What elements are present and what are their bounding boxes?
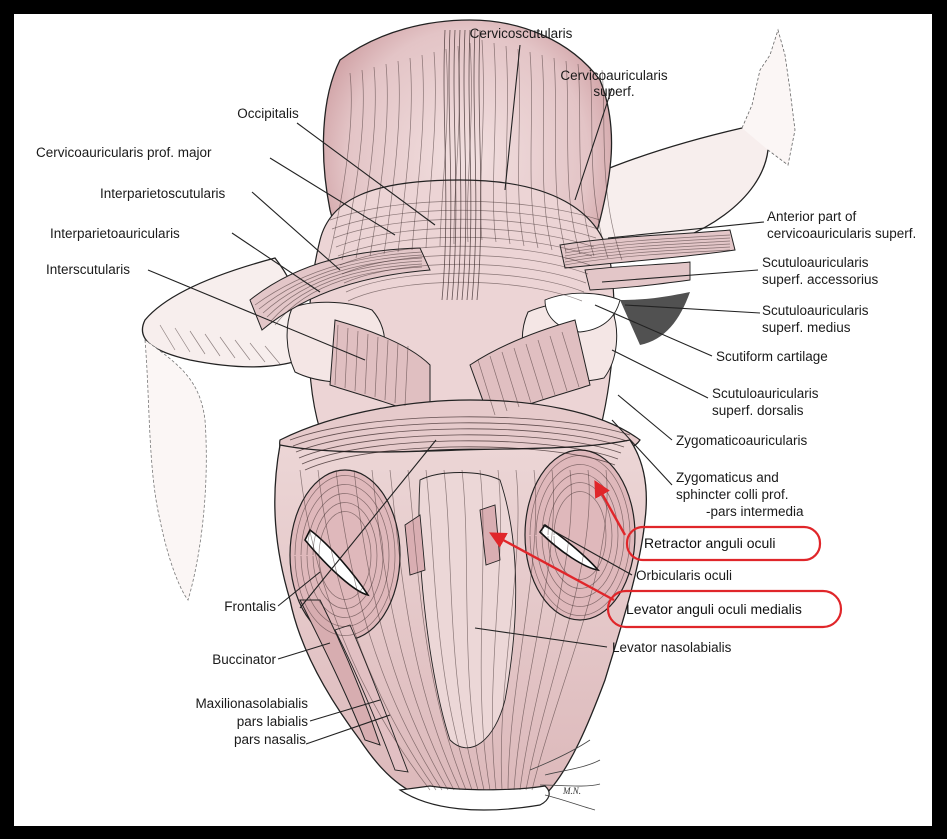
highlight-levator-medialis: Levator anguli oculi medialis — [608, 591, 841, 627]
orbicularis-oculi-left — [290, 470, 400, 640]
label-anterior-part: Anterior part of — [767, 209, 857, 224]
svg-text:superf.: superf. — [593, 84, 634, 99]
label-orbicularis-oculi: Orbicularis oculi — [636, 568, 732, 583]
svg-text:cervicoauricularis superf.: cervicoauricularis superf. — [767, 226, 916, 241]
artist-signature: M.N. — [562, 786, 581, 796]
label-cervicoauricularis-prof-major: Cervicoauricularis prof. major — [36, 145, 212, 160]
label-interscutularis: Interscutularis — [46, 262, 130, 277]
svg-text:-pars intermedia: -pars intermedia — [706, 504, 804, 519]
label-zygomaticoauricularis: Zygomaticoauricularis — [676, 433, 808, 448]
orbicularis-oculi-right — [525, 450, 635, 620]
label-scutuloauricularis-dorsalis: Scutuloauricularis — [712, 386, 819, 401]
label-pars-nasalis: pars nasalis — [234, 732, 306, 747]
label-cervicoscutularis: Cervicoscutularis — [470, 26, 573, 41]
label-scutuloauricularis-medius: Scutuloauricularis — [762, 303, 869, 318]
label-buccinator: Buccinator — [212, 652, 276, 667]
svg-text:sphincter colli prof.: sphincter colli prof. — [676, 487, 789, 502]
label-zygomaticus: Zygomaticus and — [676, 470, 779, 485]
label-frontalis: Frontalis — [224, 599, 276, 614]
label-cervicoauricularis-superf: Cervicoauricularis — [560, 68, 668, 83]
canine-head-muscle-diagram: Cervicoscutularis Cervicoauricularis sup… — [14, 14, 932, 826]
label-pars-labialis: pars labialis — [237, 714, 309, 729]
label-retractor-anguli-oculi: Retractor anguli oculi — [644, 535, 776, 551]
label-interparietoauricularis: Interparietoauricularis — [50, 226, 180, 241]
svg-text:superf. accessorius: superf. accessorius — [762, 272, 879, 287]
label-scutuloauricularis-accessorius: Scutuloauricularis — [762, 255, 869, 270]
highlight-retractor: Retractor anguli oculi — [627, 527, 820, 560]
label-maxilionasolabialis: Maxilionasolabialis — [195, 696, 308, 711]
nose-tip — [400, 786, 549, 810]
label-levator-nasolabialis: Levator nasolabialis — [612, 640, 732, 655]
svg-text:superf. medius: superf. medius — [762, 320, 851, 335]
label-levator-anguli-oculi-medialis: Levator anguli oculi medialis — [626, 601, 802, 617]
left-ear-flap — [145, 340, 206, 600]
label-interparietoscutularis: Interparietoscutularis — [100, 186, 226, 201]
right-ear-back — [620, 292, 690, 345]
label-occipitalis: Occipitalis — [237, 106, 299, 121]
label-scutiform-cartilage: Scutiform cartilage — [716, 349, 828, 364]
figure-frame: Cervicoscutularis Cervicoauricularis sup… — [14, 14, 932, 826]
svg-text:superf. dorsalis: superf. dorsalis — [712, 403, 804, 418]
